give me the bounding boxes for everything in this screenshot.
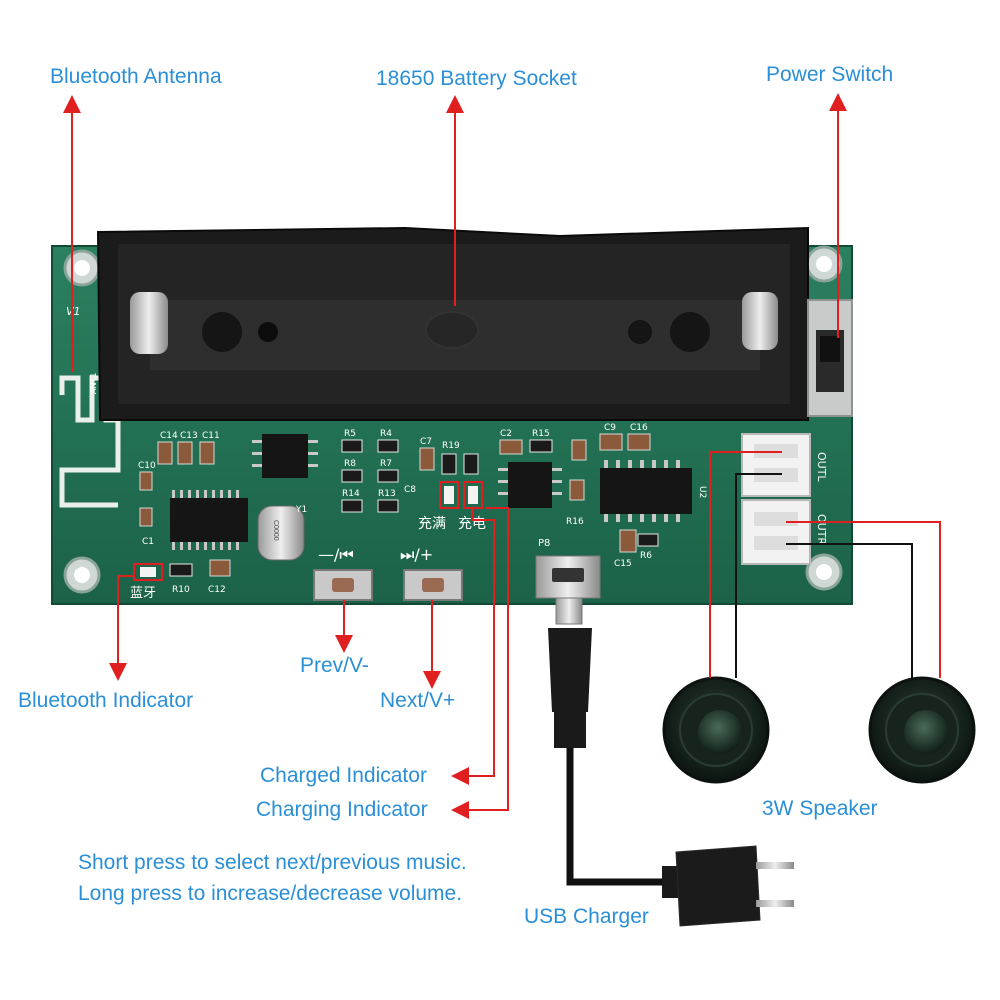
c15-text: C15 [614, 559, 632, 569]
prev-symbol-text: —/⏮ [318, 545, 354, 564]
label-charging-indicator: Charging Indicator [256, 798, 428, 821]
bluetooth-led: 蓝牙 [130, 563, 163, 601]
crystal-mark-text: C0000 [272, 520, 279, 541]
note-line-1: Short press to select next/previous musi… [78, 851, 467, 874]
label-bluetooth-antenna: Bluetooth Antenna [50, 65, 222, 88]
silkscreen-labels: C14 C13 C11 C10 C1 R5 R4 R8 R7 R14 R13 C… [138, 423, 652, 595]
c14-text: C14 [160, 431, 178, 441]
mounting-hole-icon [805, 553, 843, 591]
crystal-ref-text: Y1 [295, 505, 307, 515]
antenna-ref-text: ANT1 [89, 373, 98, 394]
r6-text: R6 [640, 551, 652, 561]
next-button-component: ⏭/+ [400, 545, 463, 601]
c13-text: C13 [180, 431, 198, 441]
c16-text: C16 [630, 423, 648, 433]
prev-button-component: —/⏮ [313, 545, 373, 601]
ic-chip-amplifier: U2 [600, 460, 707, 522]
out-r-text: OUTR [815, 514, 828, 545]
smd-components [139, 433, 651, 577]
label-next-vol-up: Next/V+ [380, 689, 456, 712]
r13-text: R13 [378, 489, 396, 499]
mounting-hole-icon [63, 556, 101, 594]
r14-text: R14 [342, 489, 360, 499]
c7-text: C7 [420, 437, 432, 447]
power-switch [807, 299, 853, 417]
r5-text: R5 [344, 429, 356, 439]
label-battery-socket: 18650 Battery Socket [376, 67, 577, 90]
c2-text: C2 [500, 429, 512, 439]
label-prev-vol-down: Prev/V- [300, 654, 369, 677]
c10-text: C10 [138, 461, 156, 471]
r8-text: R8 [344, 459, 356, 469]
smd-resistors [169, 439, 659, 577]
c1-text: C1 [142, 537, 154, 547]
callout-arrows [63, 93, 847, 819]
ic-chip-charger [498, 462, 562, 508]
ic-chip-small [252, 434, 318, 478]
battery-holder [96, 226, 809, 421]
r15-text: R15 [532, 429, 550, 439]
r16-text: R16 [566, 517, 584, 527]
next-symbol-text: ⏭/+ [400, 545, 433, 564]
u2-text: U2 [697, 486, 707, 498]
r19-text: R19 [442, 441, 460, 451]
mounting-hole-icon [805, 245, 843, 283]
crystal-oscillator: C0000 Y1 [257, 505, 307, 561]
label-speaker: 3W Speaker [762, 797, 878, 820]
ic-chip-main [170, 490, 248, 550]
charged-cn-text: 充满 [418, 516, 446, 532]
v1-text: V1 [66, 305, 81, 318]
note-line-2: Long press to increase/decrease volume. [78, 882, 463, 905]
micro-usb-port [535, 555, 601, 599]
label-charged-indicator: Charged Indicator [260, 764, 427, 787]
label-usb-charger: USB Charger [524, 905, 649, 928]
speaker-right-icon [868, 676, 976, 784]
c11-text: C11 [202, 431, 220, 441]
speaker-left-icon [662, 676, 770, 784]
usb-cable [548, 597, 672, 886]
r10-text: R10 [172, 585, 190, 595]
label-bluetooth-indicator: Bluetooth Indicator [18, 689, 194, 712]
usb-ref-text: P8 [538, 538, 550, 549]
arrow-charging [451, 507, 509, 819]
c9-text: C9 [604, 423, 616, 433]
label-power-switch: Power Switch [766, 63, 894, 86]
c12-text: C12 [208, 585, 226, 595]
wall-plug-icon [662, 845, 794, 927]
arrow-charged [451, 508, 495, 785]
mounting-hole-icon [63, 249, 101, 287]
speaker-wires [709, 451, 941, 678]
r7-text: R7 [380, 459, 392, 469]
r4-text: R4 [380, 429, 392, 439]
c8-text: C8 [404, 485, 416, 495]
out-l-text: OUTL [815, 452, 828, 482]
bt-led-cn-text: 蓝牙 [130, 586, 156, 601]
